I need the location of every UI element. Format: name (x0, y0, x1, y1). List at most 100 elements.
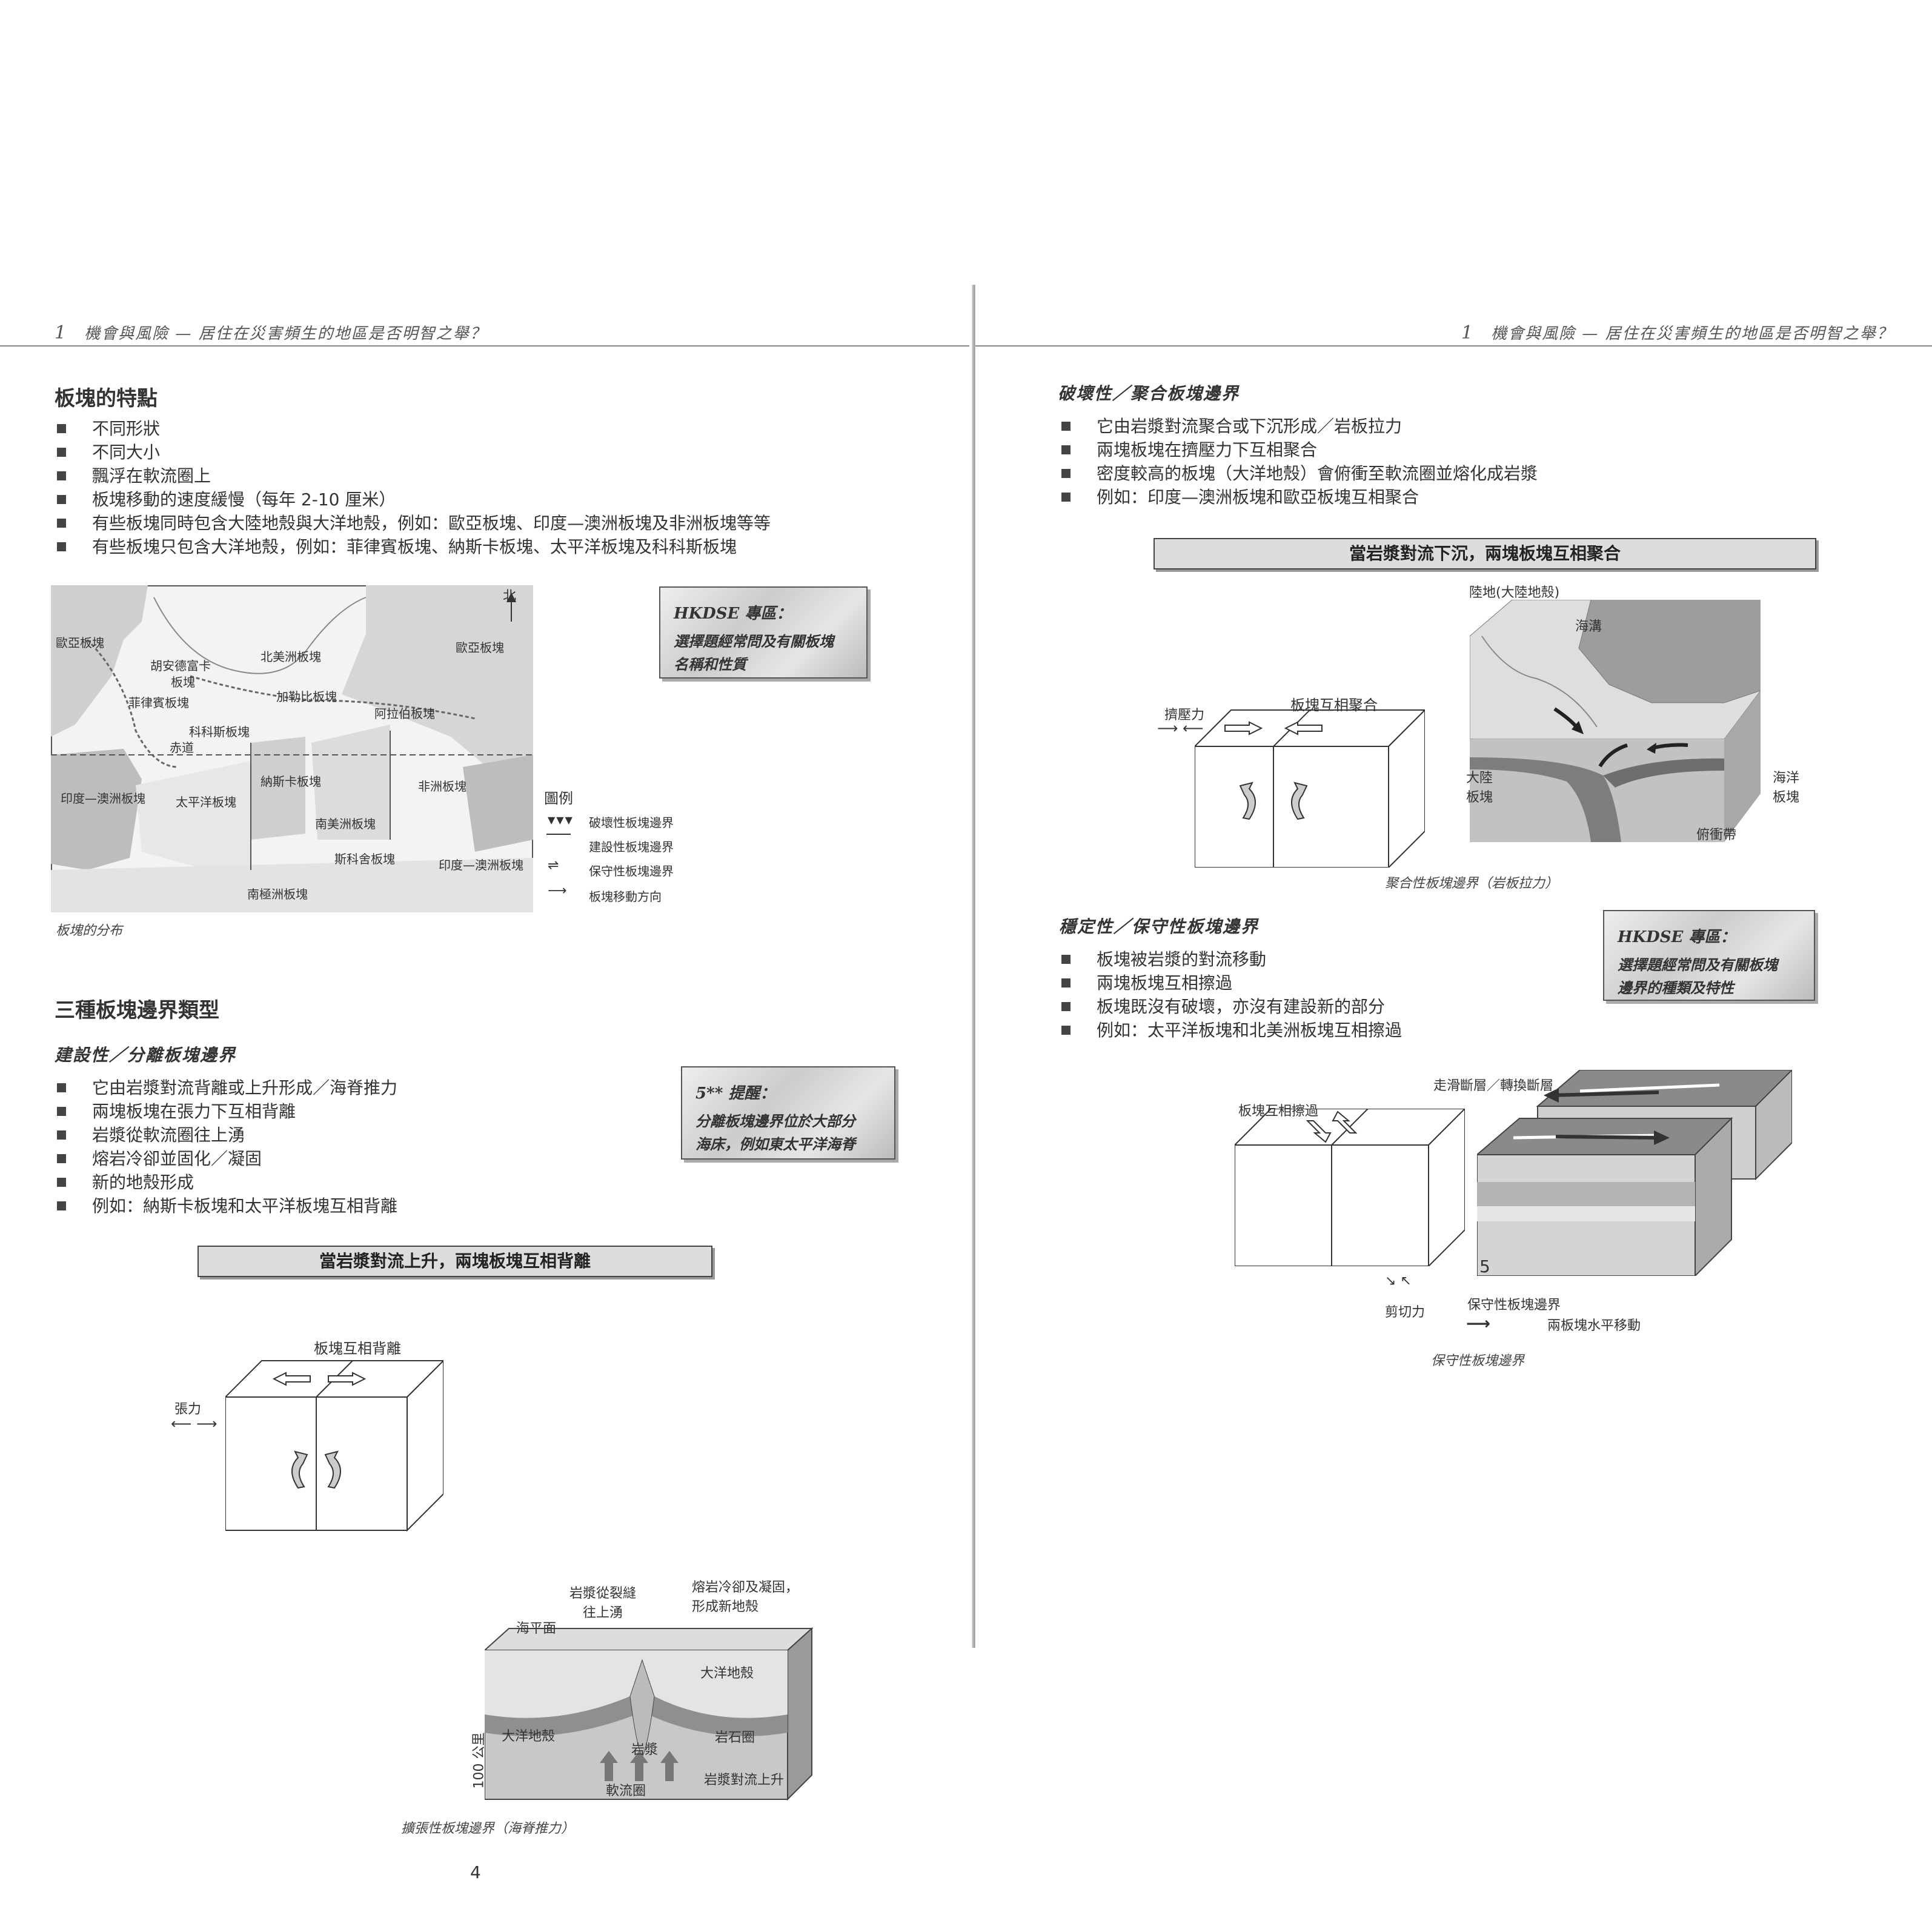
legend-item: 破壞性板塊邊界 (589, 815, 674, 830)
constructive-list: 它由岩漿對流背離或上升形成／海脊推力 兩塊板塊在張力下互相背離 岩漿從軟流圈往上… (55, 1076, 397, 1218)
list-item: 新的地殼形成 (55, 1170, 397, 1194)
page-number: 4 (470, 1862, 481, 1882)
subduction-zone-label: 俯衝帶 (1696, 828, 1737, 843)
tip-line: 選擇題經常問及有關板塊 (674, 632, 834, 650)
list-item: 板塊既沒有破壞，亦沒有建設新的部分 (1059, 995, 1402, 1018)
magma-rise-label: 岩漿從裂縫往上湧 (569, 1582, 636, 1621)
tip-line: 選擇題經常問及有關板塊 (1618, 956, 1778, 974)
lava-label: 熔岩冷卻及凝固， 形成新地殼 (692, 1576, 798, 1615)
map-label: 南美洲板塊 (315, 817, 376, 831)
label-line: 熔岩冷卻及凝固， (692, 1580, 799, 1595)
list-item: 兩塊板塊在張力下互相背離 (55, 1100, 397, 1123)
convection-label: 岩漿對流上升 (704, 1773, 785, 1788)
motion-label: 兩板塊水平移動 (1547, 1318, 1641, 1333)
destructive-symbol: ▼▼▼ (548, 814, 574, 826)
legend-item: 建設性板塊邊界 (589, 840, 674, 854)
hkdse-tip-box: HKDSE 專區： 選擇題經常問及有關板塊 邊界的種類及特性 (1603, 910, 1815, 1001)
section-title-plate-features: 板塊的特點 (55, 387, 158, 411)
tip-line: 分離板塊邊界位於大部分 (695, 1112, 855, 1130)
map-label: 印度—澳洲板塊 (439, 858, 523, 872)
conservative-boundary-label: 保守性板塊邊界 (1467, 1298, 1561, 1313)
map-label: 歐亞板塊 (456, 640, 504, 655)
land-label: 陸地(大陸地殼) (1469, 585, 1560, 600)
map-label: 阿拉伯板塊 (374, 706, 435, 721)
ocean-crust-label-left: 大洋地殼 (502, 1729, 556, 1744)
motion-arrow-icon: ⟶ (1466, 1313, 1491, 1333)
diagram-title: 板塊互相擦過 (1238, 1104, 1319, 1119)
destructive-banner: 當岩漿對流下沉，兩塊板塊互相聚合 (1154, 538, 1816, 569)
ridge-cross-section (485, 1627, 814, 1801)
list-item: 岩漿從軟流圈往上湧 (55, 1123, 397, 1147)
page-number: 5 (1479, 1256, 1490, 1276)
chapter-number: 1 (1461, 322, 1475, 344)
list-item: 不同大小 (55, 440, 771, 464)
constructive-symbol (546, 834, 571, 835)
map-label: 南極洲板塊 (247, 887, 308, 901)
list-item: 兩塊板塊在擠壓力下互相聚合 (1059, 438, 1538, 462)
transform-block-diagram (1235, 1109, 1465, 1266)
list-item: 它由岩漿對流聚合或下沉形成／岩板拉力 (1059, 414, 1538, 438)
shear-arrows-icon: ↘ ↖ (1385, 1273, 1412, 1289)
book-spine (972, 285, 978, 1648)
hkdse-tip-box: HKDSE 專區： 選擇題經常問及有關板塊 名稱和性質 (659, 586, 868, 679)
map-north-label: 北 (503, 589, 517, 604)
legend-item: 板塊移動方向 (589, 889, 662, 904)
fault-label: 走滑斷層／轉換斷層 (1433, 1078, 1554, 1094)
label-line: 板塊 (1466, 790, 1493, 805)
map-label: 非洲板塊 (418, 779, 466, 794)
double-arrow-icon: ⟶ ⟵ (1157, 720, 1204, 737)
ocean-crust-label-right: 大洋地殼 (700, 1666, 754, 1681)
map-label: 斯科舍板塊 (334, 852, 395, 866)
conservative-caption: 保守性板塊邊界 (1431, 1353, 1525, 1369)
label-line: 大陸 (1466, 771, 1493, 786)
scan-margin (0, 0, 1932, 285)
map-caption: 板塊的分布 (56, 923, 123, 938)
strike-slip-fault-diagram (1477, 1070, 1792, 1276)
destructive-caption: 聚合性板塊邊界（岩板拉力） (1385, 876, 1559, 891)
oceanic-plate-label: 海洋板塊 (1773, 767, 1799, 806)
tip-title: HKDSE 專區： (674, 605, 792, 623)
map-label: 菲律賓板塊 (128, 695, 189, 710)
section-title-boundaries: 三種板塊邊界類型 (55, 998, 219, 1023)
map-label: 歐亞板塊 (56, 636, 104, 650)
tip-line: 名稱和性質 (674, 656, 746, 673)
map-label: 納斯卡板塊 (261, 774, 321, 789)
legend-item: 保守性板塊邊界 (589, 864, 674, 878)
shear-force-label: 剪切力 (1385, 1305, 1426, 1320)
diagram-title: 板塊互相聚合 (1290, 697, 1378, 714)
list-item: 不同形狀 (55, 417, 771, 440)
tip-title: HKDSE 專區： (1618, 928, 1736, 946)
map-label: 赤道 (170, 740, 194, 755)
lithosphere-label: 岩石圈 (715, 1730, 755, 1745)
map-label: 加勒比板塊 (276, 689, 337, 704)
tip-line: 邊界的種類及特性 (1618, 979, 1734, 997)
list-item: 例如：納斯卡板塊和太平洋板塊互相背離 (55, 1194, 397, 1218)
subsection-title-constructive: 建設性／分離板塊邊界 (55, 1045, 237, 1065)
tension-label: 張力 (174, 1402, 202, 1417)
convergent-block-diagram (1195, 709, 1425, 868)
list-item: 有些板塊同時包含大陸地殼與大洋地殼，例如：歐亞板塊、印度—澳洲板塊及非洲板塊等等 (55, 511, 771, 535)
list-item: 板塊被岩漿的對流移動 (1059, 948, 1402, 971)
tip-box-5star: 5** 提醒： 分離板塊邊界位於大部分 海床，例如東太平洋海脊 (681, 1066, 895, 1160)
tip-title: 5** 提醒： (695, 1084, 776, 1103)
tip-line: 海床，例如東太平洋海脊 (695, 1135, 855, 1153)
plate-features-list: 不同形狀 不同大小 飄浮在軟流圈上 板塊移動的速度緩慢（每年 2-10 厘米） … (55, 417, 771, 559)
map-label: 太平洋板塊 (176, 795, 236, 809)
trench-label: 海溝 (1575, 619, 1602, 634)
label-line: 海洋 (1773, 771, 1800, 786)
list-item: 熔岩冷卻並固化／凝固 (55, 1147, 397, 1170)
list-item: 兩塊板塊互相擦過 (1059, 971, 1402, 995)
legend-title: 圖例 (544, 790, 573, 807)
list-item: 它由岩漿對流背離或上升形成／海脊推力 (55, 1076, 397, 1100)
subsection-title-destructive: 破壞性／聚合板塊邊界 (1058, 383, 1240, 403)
list-item: 板塊移動的速度緩慢（每年 2-10 厘米） (55, 488, 771, 511)
divergent-block-diagram (225, 1359, 443, 1532)
plate-distribution-map (51, 585, 533, 912)
continental-plate-label: 大陸板塊 (1466, 767, 1493, 806)
label-line: 形成新地殼 (692, 1599, 759, 1615)
destructive-list: 它由岩漿對流聚合或下沉形成／岩板拉力 兩塊板塊在擠壓力下互相聚合 密度較高的板塊… (1059, 414, 1538, 509)
